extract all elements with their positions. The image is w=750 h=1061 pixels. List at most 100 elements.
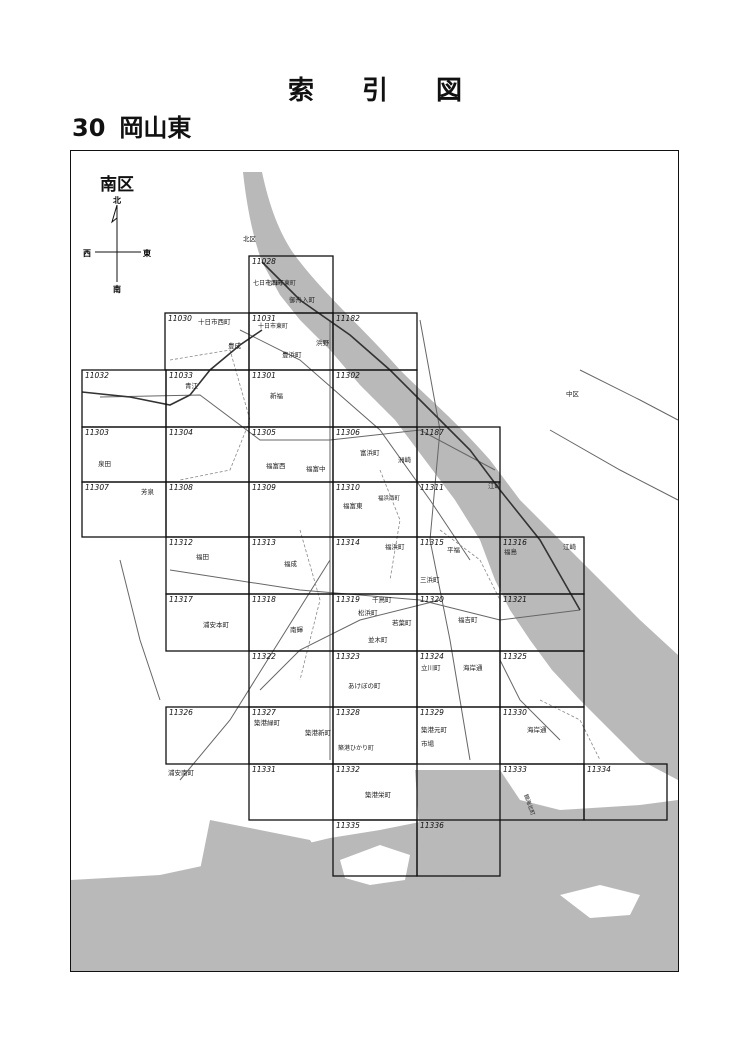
sheet-number: 11329: [420, 708, 444, 717]
place-name: 若葉町: [392, 618, 412, 627]
sheet-number: 11336: [420, 821, 444, 830]
place-name: 海岸通: [463, 663, 483, 672]
sheet-number: 11314: [336, 538, 360, 547]
place-name: 十日市東町: [258, 322, 288, 330]
sheet-number: 11033: [169, 371, 193, 380]
sheet-number: 11312: [169, 538, 193, 547]
place-name: あけぼの町: [348, 682, 381, 690]
sheet-number: 11302: [336, 371, 360, 380]
sheet-number: 11311: [420, 483, 444, 492]
label-kita-ward: 北区: [243, 235, 257, 243]
sheet-number: 11308: [169, 483, 193, 492]
sheet-number: 11306: [336, 428, 360, 437]
place-name: 築港元町: [421, 725, 448, 734]
place-name: 築港栄町: [365, 790, 392, 799]
page-number: 30: [72, 114, 106, 142]
sheet-number: 11330: [503, 708, 527, 717]
sheet-number: 11325: [503, 652, 527, 661]
place-name: 千鳥町: [372, 595, 392, 604]
place-name: 七日市西町: [253, 279, 283, 287]
region-label: 南区: [100, 175, 134, 195]
compass-west: 西: [83, 249, 91, 258]
place-name: 富浜町: [360, 448, 380, 457]
sheet-number: 11323: [336, 652, 360, 661]
roads: [99, 319, 678, 781]
sheet-number: 11327: [252, 708, 276, 717]
sheet-number: 11305: [252, 428, 276, 437]
sea-left-inlet: [200, 820, 330, 890]
place-name: 洲崎: [398, 455, 412, 464]
place-name: 七日市東町: [266, 279, 296, 287]
compass-south: 南: [113, 284, 121, 294]
ward-boundaries: [169, 349, 601, 761]
place-name: 築港緑町: [254, 718, 281, 727]
sheet-number: 11313: [252, 538, 276, 547]
place-name: 青江: [185, 381, 199, 390]
sheet-number: 11030: [168, 314, 192, 323]
sheet-number: 11328: [336, 708, 360, 717]
place-name: 築港ひかり町: [338, 744, 374, 752]
sheet-number: 11332: [336, 765, 360, 774]
sheet-grid: [81, 255, 668, 877]
river-shape: [243, 172, 678, 780]
place-name: 海岸通: [527, 725, 547, 734]
place-name: 浦安本町: [203, 620, 230, 629]
compass-rose: [95, 204, 141, 282]
sheet-number: 11182: [336, 314, 360, 323]
place-name: 福富東: [343, 501, 363, 510]
place-name: 福富西: [266, 461, 286, 470]
sheet-number: 11324: [420, 652, 444, 661]
place-name: 福成: [284, 559, 298, 568]
place-name: 江崎: [488, 481, 502, 490]
sheet-number: 11334: [587, 765, 611, 774]
sheet-number: 11316: [503, 538, 527, 547]
sheet-number: 11304: [169, 428, 193, 437]
sheet-number: 11317: [169, 595, 193, 604]
place-name: 泉田: [98, 459, 111, 468]
place-name: 三浜町: [420, 575, 440, 584]
place-name: 福田: [196, 552, 209, 561]
sheet-number: 11307: [85, 483, 109, 492]
sheet-number: 11028: [252, 257, 276, 266]
sea-land-patch: [340, 845, 410, 885]
place-name: 立川町: [421, 663, 441, 672]
sheet-number: 11331: [252, 765, 276, 774]
sheet-number: 11309: [252, 483, 276, 492]
place-name: 福島: [504, 547, 518, 556]
sheet-number: 11315: [420, 538, 444, 547]
label-naka-ward: 中区: [566, 389, 580, 398]
sheet-number: 11032: [85, 371, 109, 380]
sheet-number: 11187: [420, 428, 444, 437]
place-name: 浜野: [316, 338, 330, 347]
place-name: 芳泉: [141, 487, 155, 496]
railway: [261, 261, 581, 611]
harbor-shape: [415, 770, 678, 900]
place-name: 平福: [447, 545, 461, 554]
sheet-number: 11310: [336, 483, 360, 492]
place-name: 福富中: [306, 464, 326, 473]
place-name: 南輝: [290, 625, 304, 634]
sheet-number: 11320: [420, 595, 444, 604]
compass-north: 北: [113, 195, 121, 205]
sheet-number: 11303: [85, 428, 109, 437]
sheet-number: 11318: [252, 595, 276, 604]
place-name: 福浜西町: [378, 494, 401, 502]
compass-east: 東: [143, 248, 151, 258]
sheet-number: 11322: [252, 652, 276, 661]
sheet-number: 11335: [336, 821, 360, 830]
place-name: 松浜町: [358, 608, 378, 617]
sheet-number: 11333: [503, 765, 527, 774]
place-name: 豊浜町: [282, 350, 302, 359]
sheet-number: 11326: [169, 708, 193, 717]
place-name: 浦安南町: [168, 768, 195, 777]
place-name: 福吉町: [458, 615, 478, 624]
sheet-number: 11031: [252, 314, 276, 323]
ward-border: [81, 329, 263, 406]
place-name: 並木町: [368, 635, 388, 644]
place-name: 市場: [421, 739, 435, 748]
place-name: 江崎: [563, 542, 577, 551]
place-name: 福浜町: [385, 542, 405, 551]
sheet-number: 11301: [252, 371, 276, 380]
